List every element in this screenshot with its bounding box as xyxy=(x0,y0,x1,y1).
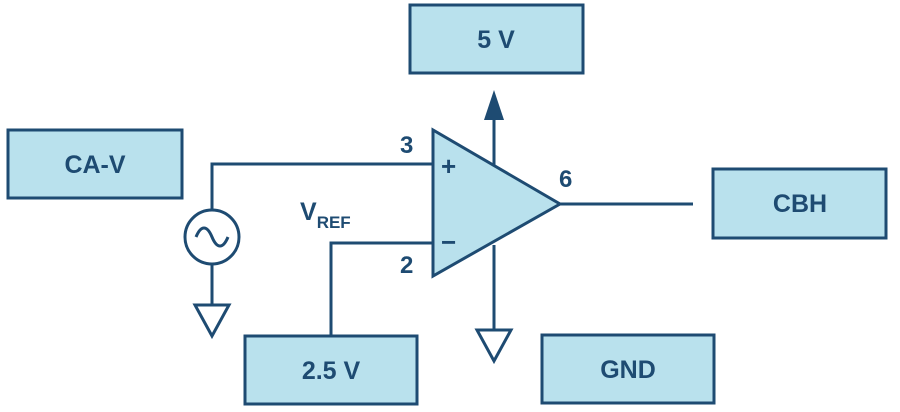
ground-label: GND xyxy=(600,356,656,384)
supply-box: 5 V xyxy=(408,3,585,75)
output-label: CBH xyxy=(773,190,827,218)
minus-sign: − xyxy=(441,227,456,257)
reference-box: 2.5 V xyxy=(243,334,419,406)
ground-symbol-icon xyxy=(192,303,232,340)
vref-main: V xyxy=(300,198,317,226)
input-source-label: CA-V xyxy=(64,151,125,179)
input-source-box: CA-V xyxy=(6,128,184,200)
plus-sign: + xyxy=(441,151,456,181)
ground-symbol-icon xyxy=(474,328,514,365)
pin-3-label: 3 xyxy=(400,132,413,159)
reference-wire xyxy=(329,241,433,335)
arrow-up-icon xyxy=(484,90,504,120)
ac-source-icon xyxy=(183,208,241,266)
vref-subscript: REF xyxy=(317,213,351,232)
pin-2-label: 2 xyxy=(400,252,413,279)
pin-6-label: 6 xyxy=(559,166,572,193)
op-amp-icon xyxy=(431,127,564,279)
supply-label: 5 V xyxy=(477,26,515,54)
ground-box: GND xyxy=(540,333,716,405)
output-box: CBH xyxy=(711,167,888,240)
vref-label: VREF xyxy=(300,198,351,232)
input-wire xyxy=(210,162,433,211)
reference-label: 2.5 V xyxy=(302,357,361,385)
